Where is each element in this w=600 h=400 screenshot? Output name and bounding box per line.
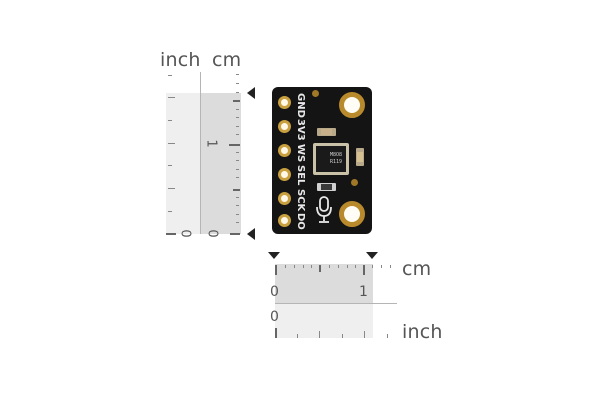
cm-tick	[236, 152, 239, 153]
cm-tick	[236, 169, 239, 170]
pin-label-sel: SEL	[295, 165, 306, 186]
mounting-hole-bottom	[339, 201, 365, 227]
horizontal-cm-one: 1	[359, 284, 368, 300]
inch-tick-zero	[275, 328, 277, 338]
cm-tick	[294, 265, 295, 268]
chip-marking-line1: M8O8	[330, 152, 343, 158]
inch-tick	[168, 165, 172, 166]
horizontal-cm-zero: 0	[270, 284, 279, 300]
cm-tick	[285, 265, 286, 268]
cm-tick	[233, 189, 240, 191]
pin-sel	[278, 168, 291, 181]
cm-tick	[372, 265, 373, 268]
cm-tick	[329, 265, 330, 268]
horizontal-inch-label: inch	[402, 321, 443, 343]
inch-tick	[168, 97, 175, 98]
cm-tick-zero	[230, 233, 240, 235]
pin-label-sck: SCK	[295, 189, 306, 212]
vertical-inch-label: inch	[160, 49, 201, 71]
pin-ws	[278, 144, 291, 157]
cm-tick	[236, 214, 239, 215]
via	[351, 179, 358, 186]
left-edge-marker-icon	[268, 252, 280, 259]
cm-tick	[311, 265, 312, 268]
inch-tick	[342, 334, 343, 338]
inch-tick	[297, 334, 298, 338]
inch-tick	[168, 143, 175, 144]
inch-tick	[387, 334, 388, 338]
horizontal-inch-zero: 0	[270, 309, 279, 325]
cm-tick	[319, 265, 321, 272]
cm-tick	[236, 109, 239, 110]
cm-tick-zero	[275, 265, 277, 275]
inch-tick-zero	[166, 233, 176, 235]
inch-tick	[319, 331, 320, 338]
via	[312, 90, 319, 97]
pin-label-ws: WS	[295, 144, 306, 163]
cm-tick	[381, 265, 382, 268]
cm-tick	[236, 83, 239, 84]
vertical-ruler-divider	[200, 72, 201, 234]
bottom-edge-marker-icon	[247, 228, 255, 240]
cm-tick	[355, 265, 356, 268]
pin-do	[278, 214, 291, 227]
cm-tick	[236, 74, 239, 75]
right-edge-marker-icon	[366, 252, 378, 259]
horizontal-cm-label: cm	[402, 258, 432, 280]
top-edge-marker-icon	[247, 87, 255, 99]
cm-tick-one	[363, 265, 365, 275]
inch-tick	[168, 211, 172, 212]
cm-tick	[303, 265, 304, 268]
vertical-cm-zero: 0	[204, 229, 220, 238]
inch-tick	[364, 331, 365, 338]
cm-tick	[338, 265, 339, 268]
cm-tick	[236, 160, 239, 161]
vertical-cm-strip	[201, 93, 241, 234]
capacitor-top	[317, 128, 336, 136]
pin-label-gnd: GND	[295, 93, 306, 118]
cm-tick	[236, 222, 239, 223]
cm-tick	[236, 205, 239, 206]
cm-tick	[236, 134, 239, 135]
cm-tick	[233, 100, 240, 102]
cm-tick-one	[229, 144, 240, 146]
pin-sck	[278, 192, 291, 205]
cm-tick	[236, 197, 239, 198]
capacitor-right	[356, 148, 364, 166]
resistor-bottom	[317, 183, 336, 191]
inch-tick	[168, 120, 172, 121]
horizontal-ruler-divider	[275, 303, 397, 304]
vertical-inch-strip	[166, 93, 200, 234]
cm-tick	[390, 265, 391, 268]
pin-label-3v3: 3V3	[295, 119, 306, 141]
pin-gnd	[278, 96, 291, 109]
cm-tick	[236, 126, 239, 127]
microphone-icon	[316, 196, 332, 223]
cm-tick	[347, 265, 348, 268]
cm-tick	[236, 92, 239, 93]
pin-3v3	[278, 120, 291, 133]
horizontal-inch-strip	[275, 304, 373, 338]
horizontal-cm-strip	[275, 264, 373, 303]
chip-marking-line2: R119	[330, 159, 343, 165]
vertical-cm-one: 1	[203, 139, 219, 148]
inch-tick	[168, 75, 172, 76]
vertical-cm-label: cm	[212, 49, 242, 71]
mems-microphone-chip: M8O8 R119	[313, 143, 349, 175]
mounting-hole-top	[339, 92, 365, 118]
pin-label-do: DO	[295, 213, 306, 230]
vertical-inch-zero: 0	[177, 229, 193, 238]
cm-tick	[236, 177, 239, 178]
cm-tick	[236, 117, 239, 118]
inch-tick	[168, 188, 175, 189]
